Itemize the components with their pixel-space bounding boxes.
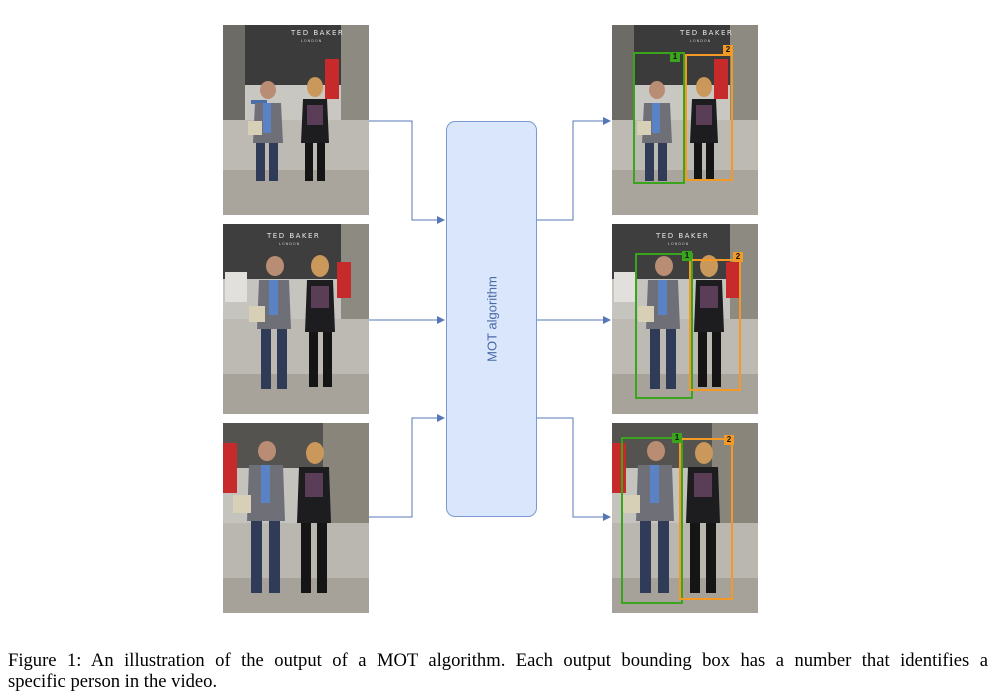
store-sign-city: LONDON: [279, 242, 301, 246]
arrow-input-1: [369, 120, 445, 224]
bounding-box-1: [621, 437, 683, 604]
street-photo: [612, 423, 758, 613]
connector-arrows: [369, 117, 611, 521]
street-photo: [612, 25, 758, 215]
bounding-box-2: [689, 259, 741, 391]
bounding-box-1: [635, 253, 693, 399]
input-frame-3: [223, 423, 369, 613]
caption-line-1: Figure 1: An illustration of the output …: [8, 650, 988, 671]
store-sign: TED BAKER: [291, 29, 345, 37]
arrow-input-3: [369, 414, 445, 518]
output-frame-3: 1 2: [612, 423, 758, 613]
figure: TED BAKER LONDON TED BAKER LONDON: [223, 25, 758, 613]
street-photo: [223, 224, 369, 414]
track-id-label-2: 2: [724, 435, 734, 445]
arrow-output-3: [537, 417, 611, 521]
track-id-label-1: 1: [672, 433, 682, 443]
arrow-output-1: [537, 117, 611, 221]
track-id-label-2: 2: [723, 45, 733, 55]
store-sign-city: LONDON: [668, 242, 690, 246]
figure-caption: Figure 1: An illustration of the output …: [8, 650, 988, 692]
input-frame-1: TED BAKER LONDON: [223, 25, 369, 215]
store-sign: TED BAKER: [267, 232, 321, 240]
bounding-box-2: [685, 54, 733, 181]
output-frame-1: TED BAKER LONDON 1 2: [612, 25, 758, 215]
store-sign-city: LONDON: [690, 39, 712, 43]
store-sign: TED BAKER: [680, 29, 734, 37]
store-sign: TED BAKER: [656, 232, 710, 240]
track-id-label-1: 1: [670, 52, 680, 62]
bounding-box-1: [633, 52, 685, 184]
track-id-label-1: 1: [682, 251, 692, 261]
bounding-box-2: [679, 438, 733, 600]
caption-line-2: specific person in the video.: [8, 671, 218, 692]
street-photo: [223, 25, 369, 215]
mot-algorithm-box: MOT algorithm: [446, 121, 537, 517]
output-frame-2: TED BAKER LONDON 1 2: [612, 224, 758, 414]
input-frame-2: TED BAKER LONDON: [223, 224, 369, 414]
track-id-label-2: 2: [733, 252, 743, 262]
store-sign-city: LONDON: [301, 39, 323, 43]
street-photo: [223, 423, 369, 613]
mot-algorithm-label: MOT algorithm: [484, 276, 499, 362]
